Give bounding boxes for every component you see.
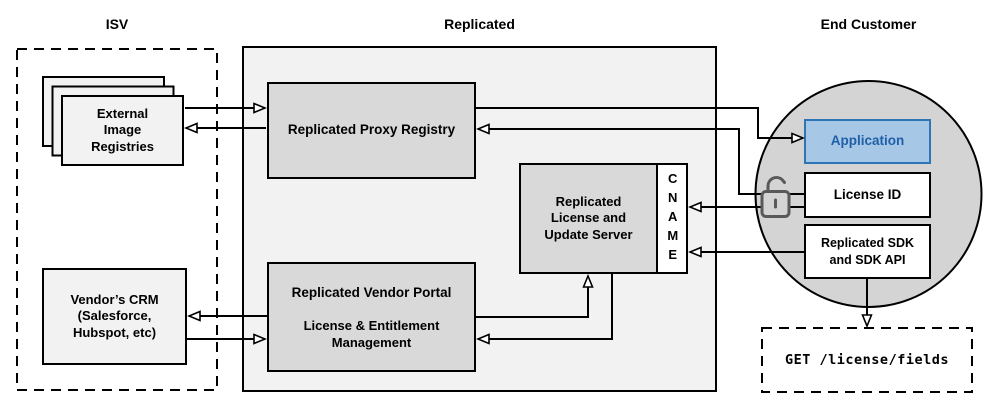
proxy-registry-box xyxy=(267,82,476,179)
sdk-box xyxy=(804,224,931,279)
license-update-server-box xyxy=(519,163,658,274)
get-endpoint-box xyxy=(761,327,973,393)
open-padlock-icon xyxy=(760,176,791,218)
license-id-box xyxy=(804,172,931,218)
connector-server-to-portal xyxy=(478,273,613,339)
connector-proxy-to-application xyxy=(475,107,803,138)
vendors-crm-box xyxy=(42,268,187,365)
registries-box xyxy=(61,95,184,166)
cname-strip xyxy=(656,163,688,274)
application-box xyxy=(804,119,931,164)
connector-portal-to-server xyxy=(475,276,588,318)
vendor-portal-box xyxy=(267,262,476,372)
